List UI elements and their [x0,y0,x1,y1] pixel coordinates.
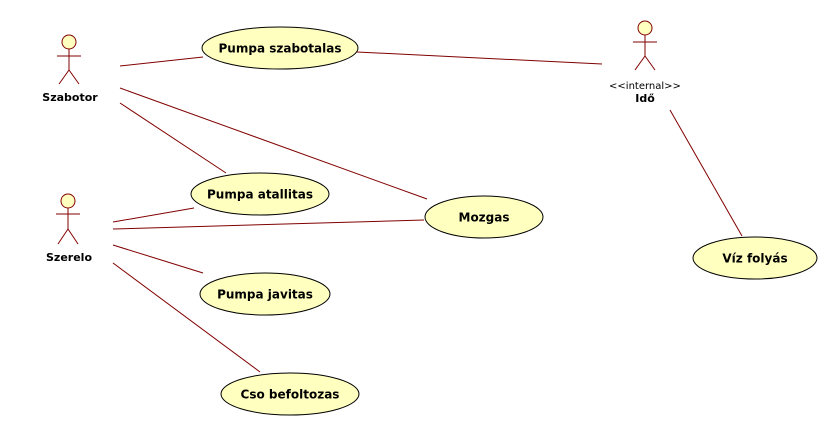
actor-name: Szabotor [42,91,98,104]
use-case-ellipse [199,272,331,316]
use-case-label: Cso befoltozas [241,388,340,402]
use-case-pumpa-javitas[interactable]: Pumpa javitas [199,272,331,316]
association-szabotor-pumpa-atallitas [119,102,227,174]
use-case-pumpa-szabotalas[interactable]: Pumpa szabotalas [201,26,359,70]
stick-figure-icon [633,20,657,71]
stick-figure-icon [57,34,81,85]
association-szabotor-pumpa-szabotalas [119,56,204,67]
associations [112,51,743,373]
association-ido-pumpa-szabotalas [356,51,603,65]
association-szerelo-cso-befoltozas [112,262,261,373]
use-case-ellipse [201,26,359,70]
use-case-label: Pumpa atallitas [207,188,313,202]
actor-szabotor[interactable]: Szabotor [42,34,98,104]
use-case-label: Pumpa szabotalas [219,42,342,56]
use-case-mozgas[interactable]: Mozgas [424,195,544,239]
actor-stereotype: <<internal>> [609,81,681,92]
actor-szerelo[interactable]: Szerelo [46,193,92,264]
association-ido-viz-folyas [669,109,743,237]
use-case-pumpa-atallitas[interactable]: Pumpa atallitas [190,172,330,216]
stick-figure-icon [56,193,80,245]
use-case-ellipse [190,172,330,216]
association-szerelo-mozgas [112,219,425,230]
use-case-label: Mozgas [459,211,510,225]
use-case-ellipse [692,236,818,280]
association-szabotor-mozgas [119,87,428,200]
association-szerelo-pumpa-atallitas [112,207,195,223]
use-case-viz-folyas[interactable]: Víz folyás [692,236,818,280]
use-case-ellipse [220,372,360,416]
use-case-cso-befoltozas[interactable]: Cso befoltozas [220,372,360,416]
use-case-ellipse [424,195,544,239]
actor-name: Szerelo [46,251,92,264]
use-case-label: Víz folyás [722,252,787,266]
actor-name: Idő [635,92,655,105]
association-szerelo-pumpa-javitas [112,244,204,274]
actor-ido[interactable]: <<internal>> Idő [609,20,681,105]
use-case-label: Pumpa javitas [217,288,313,302]
